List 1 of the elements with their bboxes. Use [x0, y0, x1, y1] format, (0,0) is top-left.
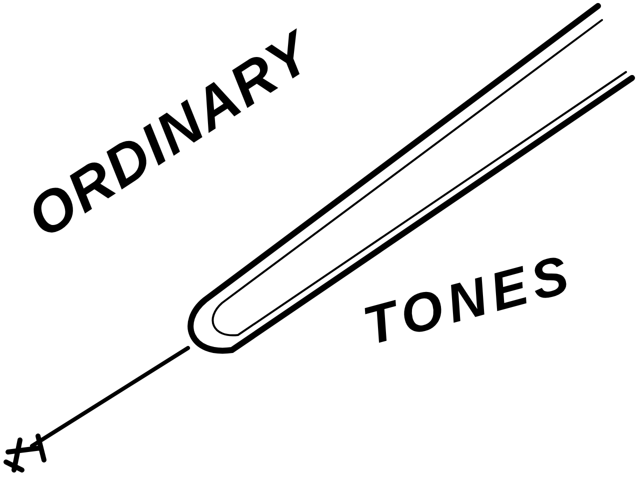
title-word: TONES [358, 246, 580, 354]
